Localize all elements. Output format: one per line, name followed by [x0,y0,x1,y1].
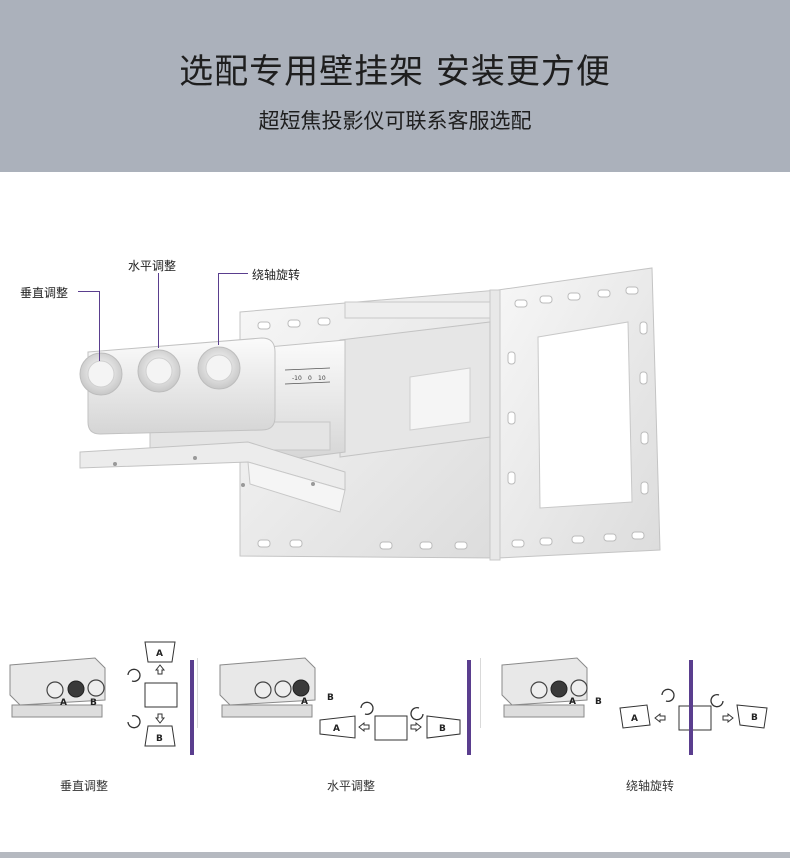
page-subtitle: 超短焦投影仪可联系客服选配 [258,109,532,133]
header-banner: 选配专用壁挂架 安装更方便 超短焦投影仪可联系客服选配 [0,0,790,172]
screen-b-label: B [439,724,446,734]
divider-2 [480,658,481,728]
scale-mark-mid: 0 [308,375,312,382]
callout-rotate-label: 绕轴旋转 [252,268,301,282]
knob-b-label: B [327,693,334,703]
knob-b-label: B [595,697,602,707]
screen-b-label: B [751,713,758,723]
diagram-horizontal: A B A B [219,657,471,755]
knob-b-label: B [90,698,97,708]
caption-rotate: 绕轴旋转 [626,779,675,793]
screen-a-label: A [631,714,638,724]
callout-vertical-line [78,291,100,292]
divider-1 [197,658,198,728]
bottom-bar [0,852,790,858]
knob-a-label: A [60,698,67,708]
knob-a-label: A [569,697,576,707]
adjustment-head [79,337,331,451]
projector-tray [79,441,346,513]
screen-b-label: B [156,734,163,744]
callout-rotate-line [218,273,248,274]
wall-mount-illustration: -10 0 10 [79,267,661,561]
scale-mark-low: -10 [292,375,302,382]
callout-horizontal-label: 水平调整 [128,259,177,273]
diagram-rotate: A B A B [501,657,768,755]
callout-rotate-line-drop [218,273,219,345]
caption-vertical: 垂直调整 [60,779,109,793]
scale-mark-high: 10 [318,375,326,382]
knob-vertical[interactable] [79,352,123,396]
wall-plate [497,267,661,559]
callout-vertical-line-drop [99,291,100,361]
page-title: 选配专用壁挂架 安装更方便 [179,52,611,92]
diagram-vertical: A B A B [9,641,194,755]
scale-marks: -10 0 10 [284,367,331,385]
adjustment-diagrams: A B A B A B A B [9,641,768,755]
knob-a-label: A [301,697,308,707]
screen-a-label: A [156,649,163,659]
knob-horizontal[interactable] [137,349,181,393]
caption-horizontal: 水平调整 [327,779,376,793]
callout-horizontal-line [158,273,159,348]
screen-a-label: A [333,724,340,734]
callout-vertical-label: 垂直调整 [20,286,69,300]
knob-rotate[interactable] [197,346,241,390]
